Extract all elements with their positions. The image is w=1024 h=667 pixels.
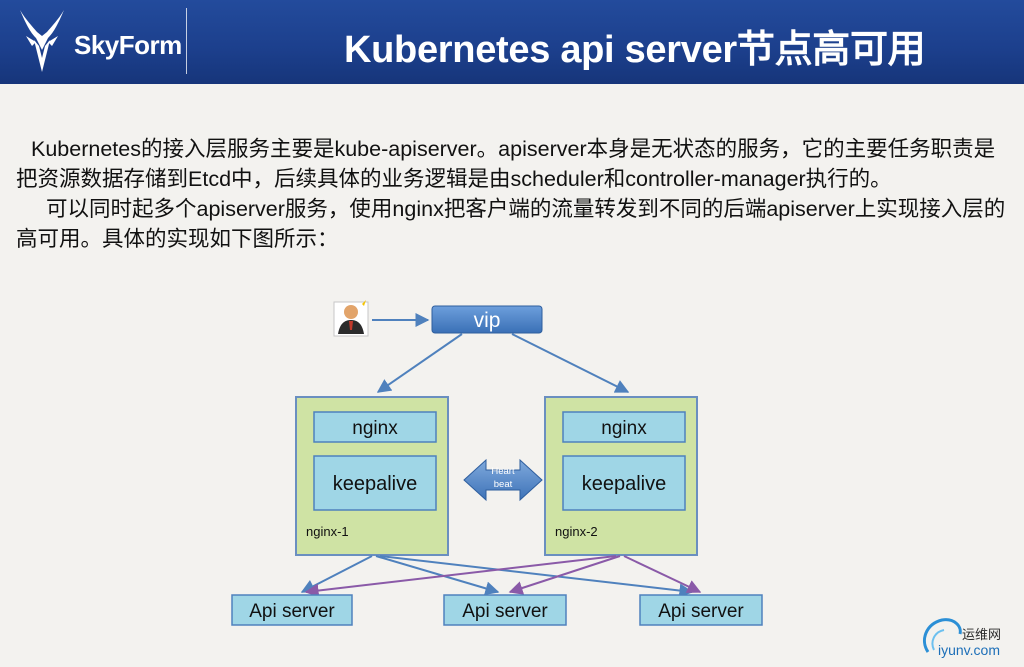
nginx-node-1: nginx keepalive nginx-1 [295, 396, 449, 556]
nginx-1-name: nginx-1 [306, 524, 349, 539]
api-server-2-label: Api server [462, 601, 548, 622]
header-bar: SkyForm Kubernetes api server节点高可用 [0, 0, 1024, 84]
api-server-1-label: Api server [249, 601, 335, 622]
paragraph-2: 可以同时起多个apiserver服务，使用nginx把客户端的流量转发到不同的后… [16, 197, 1006, 251]
brand-name: SkyForm [74, 30, 182, 60]
vip-to-nginx1-arrow [376, 333, 463, 393]
watermark-label: 运维网 [962, 627, 1002, 642]
vip-node: vip [431, 305, 543, 334]
heartbeat-arrow-icon: Heart beat [463, 458, 543, 502]
nginx-node-2: nginx keepalive nginx-2 [544, 396, 698, 556]
vip-to-nginx2-arrow [511, 333, 630, 393]
nginx2-to-api-arrows [304, 555, 702, 598]
paragraph-1: Kubernetes的接入层服务主要是kube-apiserver。apiser… [16, 137, 996, 191]
nginx-1-keepalive-label: keepalive [333, 473, 418, 495]
api-server-3: Api server [639, 594, 763, 626]
vip-label: vip [474, 309, 501, 332]
nginx-2-nginx-label: nginx [601, 418, 647, 439]
antelope-logo-icon [20, 10, 64, 72]
watermark-logo-icon [923, 618, 962, 653]
nginx-2-name: nginx-2 [555, 524, 598, 539]
nginx-2-keepalive-label: keepalive [582, 473, 667, 495]
api-server-1: Api server [231, 594, 353, 626]
slide-title: Kubernetes api server节点高可用 [344, 29, 926, 71]
user-avatar-icon [333, 300, 369, 337]
heartbeat-label-line2: beat [494, 479, 513, 490]
api-server-3-label: Api server [658, 601, 744, 622]
api-server-2: Api server [443, 594, 567, 626]
header-divider [186, 8, 187, 74]
watermark-url: iyunv.com [938, 642, 1000, 658]
nginx-1-nginx-label: nginx [352, 418, 398, 439]
slide-body: Kubernetes的接入层服务主要是kube-apiserver。apiser… [16, 134, 1006, 254]
heartbeat-label-line1: Heart [491, 466, 515, 477]
